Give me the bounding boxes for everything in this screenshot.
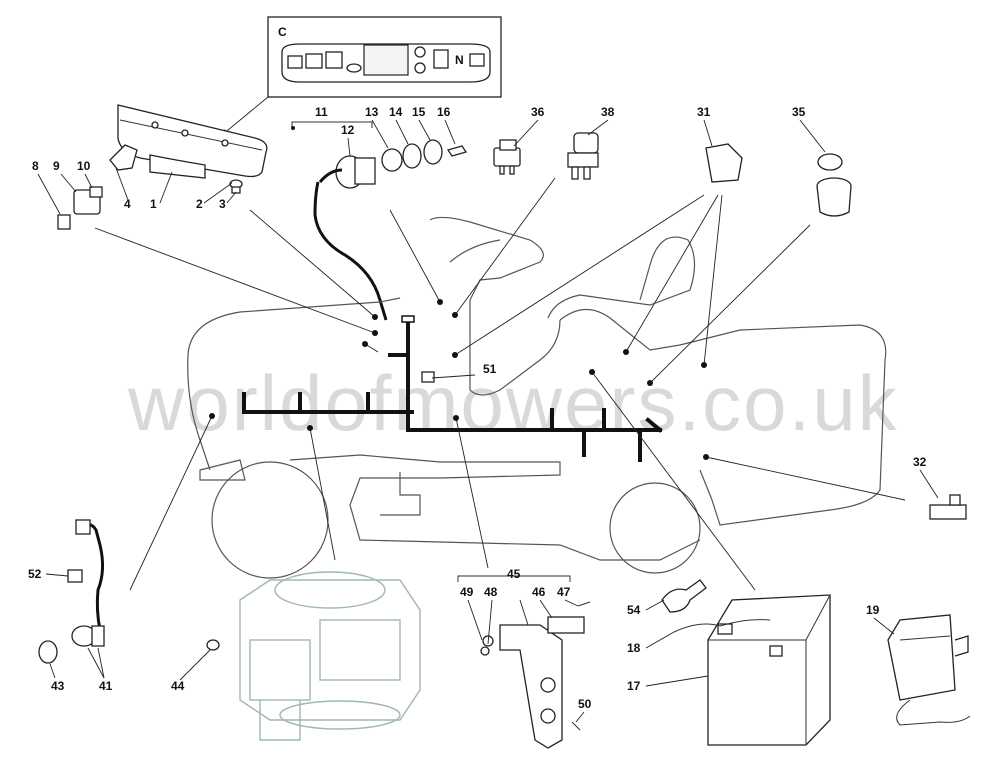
headlight-cable-41 [38,519,105,664]
fastener-part-44 [206,639,220,651]
display-button-up [414,46,426,58]
callout-41: 41 [99,679,113,693]
ignition-switch-assembly [291,121,468,189]
callout-1: 1 [150,197,157,211]
callout-13: 13 [365,105,379,119]
engine-outline [239,571,421,741]
dashboard-console-part [117,104,268,179]
callout-31: 31 [697,105,711,119]
callout-17: 17 [627,679,641,693]
seat-icon [433,49,449,69]
battery-part-17 [707,594,831,746]
watermark-text: worldofmowers.co.uk [127,359,899,447]
callout-51: 51 [483,362,497,376]
callout-47: 47 [557,585,571,599]
display-button-down [414,62,426,74]
switch-part-31 [705,143,743,183]
callout-52: 52 [28,567,42,581]
callout-3: 3 [219,197,226,211]
callout-18: 18 [627,641,641,655]
bulb-part-43 [38,640,58,664]
callout-labels: 1 2 3 4 8 9 10 11 12 13 14 15 16 36 38 3… [28,105,927,711]
callout-36: 36 [531,105,545,119]
switch-part-38 [567,132,599,180]
callout-46: 46 [532,585,546,599]
blade-icon [325,51,343,69]
callout-4: 4 [124,197,131,211]
callout-12: 12 [341,123,355,137]
clip-part-51 [421,371,435,383]
callout-45: 45 [507,567,521,581]
callout-16: 16 [437,105,451,119]
clip-part-2-3 [229,179,243,194]
callout-32: 32 [913,455,927,469]
battery-icon [469,53,485,67]
switch-part-32 [929,494,967,520]
callout-9: 9 [53,159,60,173]
terminal-cap-54 [661,579,707,613]
main-wiring-harness [242,315,663,462]
dashboard-panel-inset: C N [221,16,502,136]
neutral-symbol: N [455,53,464,67]
rear-wheel-outline [211,461,329,579]
leader-lines [94,126,906,591]
callout-35: 35 [792,105,806,119]
callout-38: 38 [601,105,615,119]
callout-54: 54 [627,603,641,617]
display-screen [363,44,409,76]
battery-lead-18 [673,619,771,633]
panel-letter: C [278,25,287,39]
bracket-assembly-45 [457,575,591,749]
callout-44: 44 [171,679,185,693]
callout-19: 19 [866,603,880,617]
callout-49: 49 [460,585,474,599]
callout-11: 11 [315,105,328,119]
switch-part-36 [493,139,521,175]
callout-8: 8 [32,159,39,173]
callout-leaders [37,119,939,723]
front-wheel-outline [609,482,701,574]
callout-2: 2 [196,197,203,211]
parking-icon [287,55,303,69]
bracket-part-4 [109,144,138,171]
power-socket-part-35 [816,153,852,217]
callout-10: 10 [77,159,91,173]
sensor-switch-8-9-10 [57,186,103,230]
callout-50: 50 [578,697,592,711]
battery-charger-19 [887,614,971,726]
ignition-cable [313,181,388,321]
callout-14: 14 [389,105,403,119]
tractor-outline [187,216,887,579]
callout-48: 48 [484,585,498,599]
indicator-light [346,63,362,73]
callout-43: 43 [51,679,65,693]
pto-icon [305,53,323,69]
callout-15: 15 [412,105,426,119]
